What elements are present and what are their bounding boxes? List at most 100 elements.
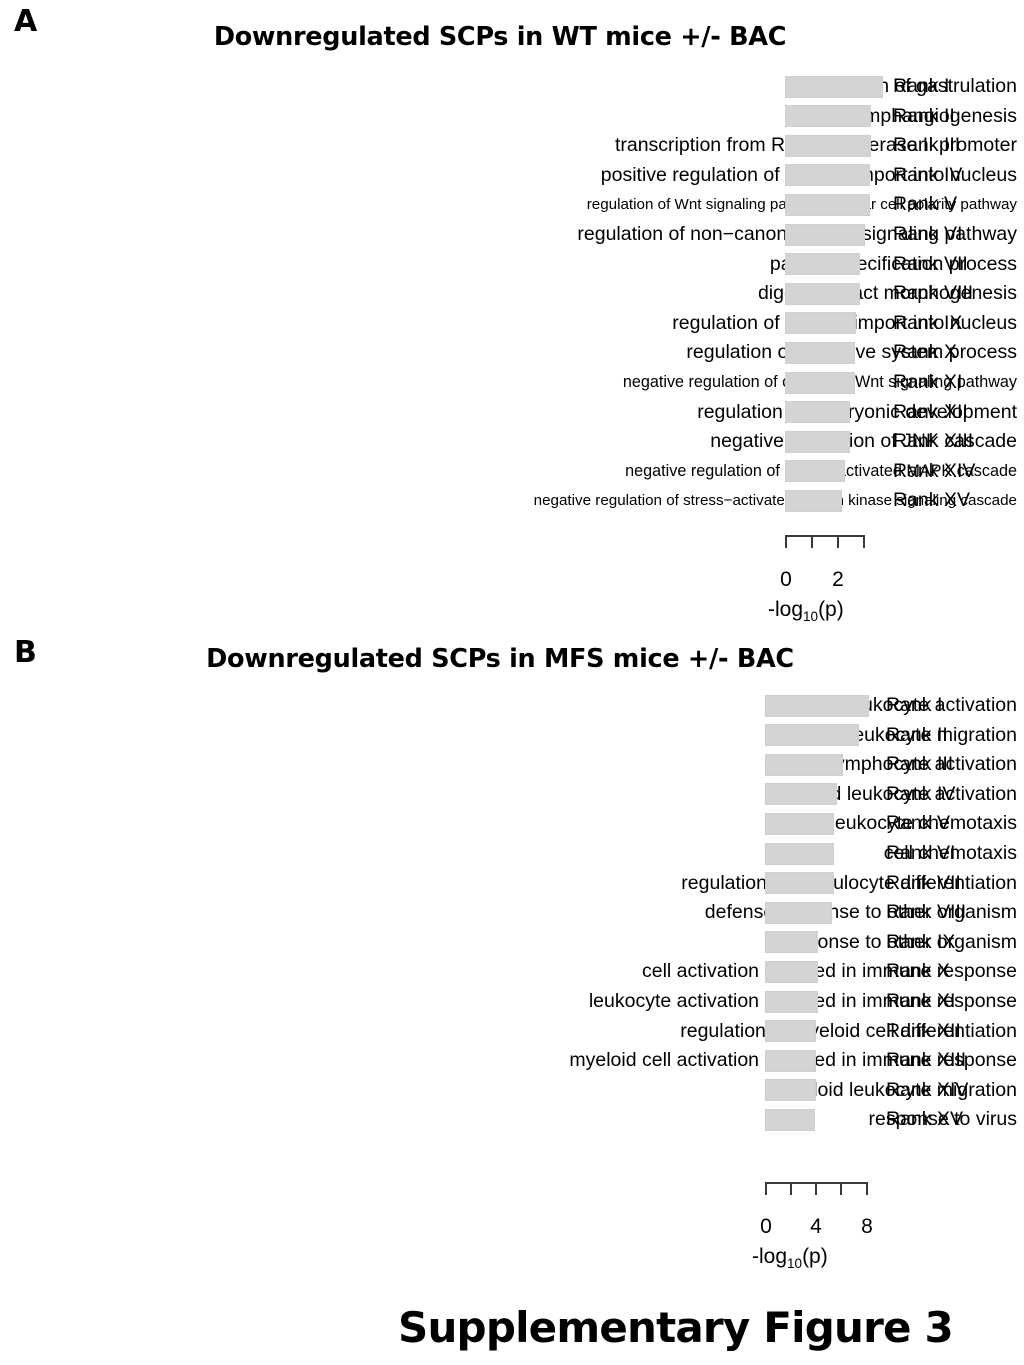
rank-label: Rank VI xyxy=(893,222,963,245)
bar xyxy=(765,1079,817,1102)
chart-row: positive regulation of catenin import in… xyxy=(0,161,1024,191)
figure-caption: Supplementary Figure 3 xyxy=(398,1303,954,1352)
bar xyxy=(785,282,861,305)
rank-label: Rank XIII xyxy=(893,430,974,453)
bar-track xyxy=(785,427,894,457)
scp-label: leukocyte migration xyxy=(849,723,1017,746)
bar-track xyxy=(765,839,896,869)
bar xyxy=(765,694,870,717)
rank-label: Rank VII xyxy=(886,871,961,894)
chart-row: regulation of Wnt signaling pathway, pla… xyxy=(0,190,1024,220)
bar-track xyxy=(785,131,894,161)
bar-track xyxy=(765,928,896,958)
bar-track xyxy=(785,309,894,339)
rank-label: Rank III xyxy=(893,134,961,157)
bar xyxy=(785,401,850,424)
bar-track xyxy=(765,809,896,839)
bar-track xyxy=(765,750,896,780)
bar-track xyxy=(785,457,894,487)
bar xyxy=(765,1020,817,1043)
rank-label: Rank XV xyxy=(893,489,970,512)
rank-label: Rank II xyxy=(893,104,955,127)
axis-title-sub: 10 xyxy=(787,1256,803,1272)
bar xyxy=(785,312,857,335)
bar-track xyxy=(785,190,894,220)
chart-row: regulation of non−canonical Wnt signalin… xyxy=(0,220,1024,250)
bar-track xyxy=(785,338,894,368)
panel-b: B Downregulated SCPs in MFS mice +/- BAC… xyxy=(0,630,1024,1290)
axis-tick xyxy=(837,535,840,548)
bar-track xyxy=(765,780,896,810)
axis-line xyxy=(785,535,865,538)
axis-tick xyxy=(790,1182,793,1195)
scp-label: cell activation involved in immune respo… xyxy=(641,960,1017,983)
bar xyxy=(785,430,850,453)
axis-title-prefix: -log xyxy=(752,1245,788,1268)
bar-track xyxy=(765,957,896,987)
bar-track xyxy=(765,1076,896,1106)
bar xyxy=(765,931,819,954)
chart-row: negative regulation of stress−activated … xyxy=(0,486,1024,516)
chart-row: negative regulation of stress−activated … xyxy=(0,457,1024,487)
bar-track xyxy=(785,250,894,280)
bar-track xyxy=(765,987,896,1017)
bar-track xyxy=(785,102,894,132)
rank-label: Rank XIV xyxy=(886,1078,969,1101)
rank-label: Rank XI xyxy=(893,370,963,393)
bar xyxy=(765,1049,817,1072)
bar xyxy=(765,960,819,983)
bar-track xyxy=(765,869,896,899)
bar xyxy=(785,75,884,98)
scp-label: negative regulation of stress−activated … xyxy=(533,492,1017,510)
axis-tick xyxy=(765,1182,768,1195)
axis-tick xyxy=(863,535,866,548)
bar-track xyxy=(785,72,894,102)
bar xyxy=(785,253,861,276)
bar xyxy=(765,872,834,895)
rank-label: Rank XI xyxy=(886,989,956,1012)
rank-label: Rank XIII xyxy=(886,1049,967,1072)
axis-tick-label: 0 xyxy=(760,1215,772,1238)
axis-tick-label: 4 xyxy=(810,1215,822,1238)
scp-label: response to other organism xyxy=(779,930,1017,953)
axis-tick-label: 8 xyxy=(861,1215,873,1238)
bar xyxy=(785,134,872,157)
bar xyxy=(785,371,856,394)
bar-track xyxy=(765,1046,896,1076)
rank-label: Rank IV xyxy=(893,163,963,186)
scp-label: regulation of myeloid cell differentiati… xyxy=(680,1019,1017,1042)
panel-a-letter: A xyxy=(14,4,38,39)
panel-b-letter: B xyxy=(14,635,37,670)
bar xyxy=(785,164,871,187)
rank-label: Rank V xyxy=(893,193,957,216)
chart-row: cell activation involved in immune respo… xyxy=(0,957,1024,987)
bar-track xyxy=(765,691,896,721)
axis-title: -log10(p) xyxy=(768,598,844,624)
scp-label: response to virus xyxy=(868,1108,1018,1131)
chart-row: myeloid cell activation involved in immu… xyxy=(0,1046,1024,1076)
scp-label: lymphocyte activation xyxy=(830,753,1017,776)
rank-label: Rank IV xyxy=(886,782,956,805)
bar xyxy=(785,489,843,512)
bar-track xyxy=(765,898,896,928)
bar xyxy=(765,901,833,924)
axis-title-prefix: -log xyxy=(768,598,804,621)
scp-label: cell chemotaxis xyxy=(883,841,1017,864)
axis-title-sub: 10 xyxy=(803,609,819,625)
bar-track xyxy=(765,721,896,751)
scp-label: regulation of embryonic development xyxy=(697,400,1017,423)
bar xyxy=(785,341,856,364)
bar xyxy=(785,223,865,246)
bar xyxy=(785,193,871,216)
axis-tick xyxy=(815,1182,818,1195)
